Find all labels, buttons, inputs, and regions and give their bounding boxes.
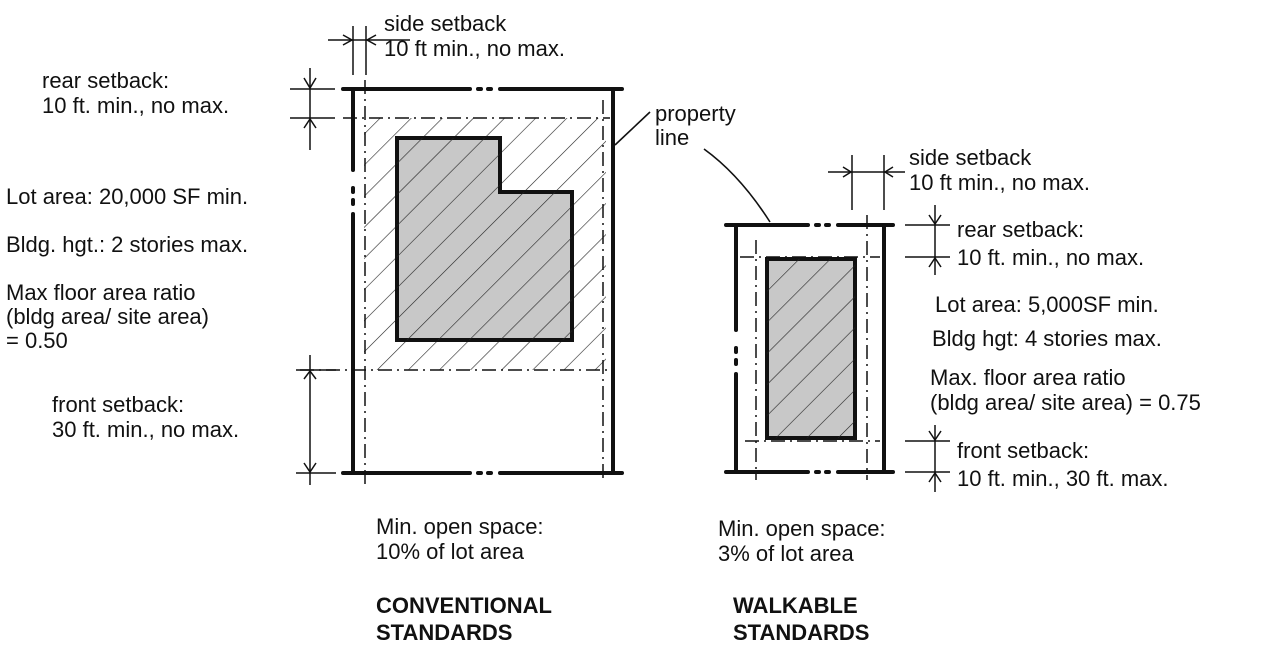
conventional-bldg-height: Bldg. hgt.: 2 stories max. [6, 232, 249, 257]
walkable-front-setback-label: front setback: 10 ft. min., 30 ft. max. [957, 437, 1169, 493]
walkable-open-space-title: Min. open space: [718, 516, 886, 541]
conventional-rear-setback-label: rear setback: 10 ft. min., no max. [42, 68, 229, 118]
conventional-standards-title: CONVENTIONAL STANDARDS [376, 592, 552, 646]
property-line-label-line1: property [655, 101, 736, 126]
conventional-side-setback-label: side setback 10 ft min., no max. [384, 11, 565, 61]
conventional-front-setback-dimension [296, 355, 336, 485]
walkable-standards-title: WALKABLE STANDARDS [733, 592, 869, 646]
walkable-rear-setback-dimension [905, 205, 950, 275]
property-line-label-line2: line [655, 125, 690, 150]
walkable-open-space-value: 3% of lot area [718, 541, 854, 566]
walkable-front-setback-title: front setback: [957, 438, 1090, 463]
walkable-bldg-height: Bldg hgt: 4 stories max. [932, 326, 1162, 351]
conventional-side-setback-title: side setback [384, 11, 507, 36]
walkable-rear-setback-title: rear setback: [957, 217, 1085, 242]
walkable-rear-setback-value: 10 ft. min., no max. [957, 245, 1145, 270]
conventional-open-space-value: 10% of lot area [376, 539, 524, 564]
conventional-far: Max floor area ratio (bldg area/ site ar… [6, 281, 209, 353]
conventional-far-line3: = 0.50 [6, 328, 68, 353]
walkable-far: Max. floor area ratio (bldg area/ site a… [930, 365, 1201, 415]
walkable-setback-lines [740, 215, 880, 480]
property-line-label: property line [655, 102, 736, 150]
conventional-title-line2: STANDARDS [376, 620, 513, 645]
walkable-far-line1: Max. floor area ratio [930, 365, 1126, 390]
conventional-front-setback-label: front setback: 30 ft. min., no max. [52, 392, 239, 442]
conventional-front-setback-value: 30 ft. min., no max. [52, 417, 240, 442]
conventional-lot [290, 26, 651, 485]
walkable-side-setback-value: 10 ft min., no max. [909, 170, 1090, 195]
conventional-front-setback-title: front setback: [52, 392, 185, 417]
walkable-lot-area: Lot area: 5,000SF min. [935, 292, 1159, 317]
walkable-title-line2: STANDARDS [733, 620, 870, 645]
walkable-title-line1: WALKABLE [733, 593, 858, 618]
conventional-rear-setback-dimension [290, 68, 335, 150]
conventional-side-setback-dimension [328, 26, 410, 75]
walkable-lot [703, 148, 950, 492]
conventional-property-line [341, 87, 624, 475]
conventional-far-line1: Max floor area ratio [6, 280, 196, 305]
property-line-leader [614, 111, 651, 146]
walkable-side-setback-label: side setback 10 ft min., no max. [909, 145, 1090, 195]
walkable-rear-setback-label: rear setback: 10 ft. min., no max. [957, 216, 1144, 272]
walkable-side-setback-title: side setback [909, 145, 1032, 170]
walkable-far-line2: (bldg area/ site area) = 0.75 [930, 390, 1201, 415]
walkable-side-setback-dimension [828, 155, 905, 210]
conventional-side-setback-value: 10 ft min., no max. [384, 36, 565, 61]
conventional-open-space-title: Min. open space: [376, 514, 544, 539]
walkable-front-setback-dimension [905, 425, 950, 492]
conventional-setback-lines [300, 80, 610, 485]
conventional-far-line2: (bldg area/ site area) [6, 304, 209, 329]
walkable-property-line-leader [703, 148, 771, 223]
walkable-open-space: Min. open space: 3% of lot area [718, 516, 886, 566]
walkable-front-setback-value: 10 ft. min., 30 ft. max. [957, 466, 1169, 491]
conventional-rear-setback-value: 10 ft. min., no max. [42, 93, 230, 118]
conventional-open-space: Min. open space: 10% of lot area [376, 514, 544, 564]
conventional-lot-area: Lot area: 20,000 SF min. [6, 184, 249, 209]
conventional-title-line1: CONVENTIONAL [376, 593, 552, 618]
walkable-property-line [724, 223, 895, 474]
conventional-rear-setback-title: rear setback: [42, 68, 170, 93]
